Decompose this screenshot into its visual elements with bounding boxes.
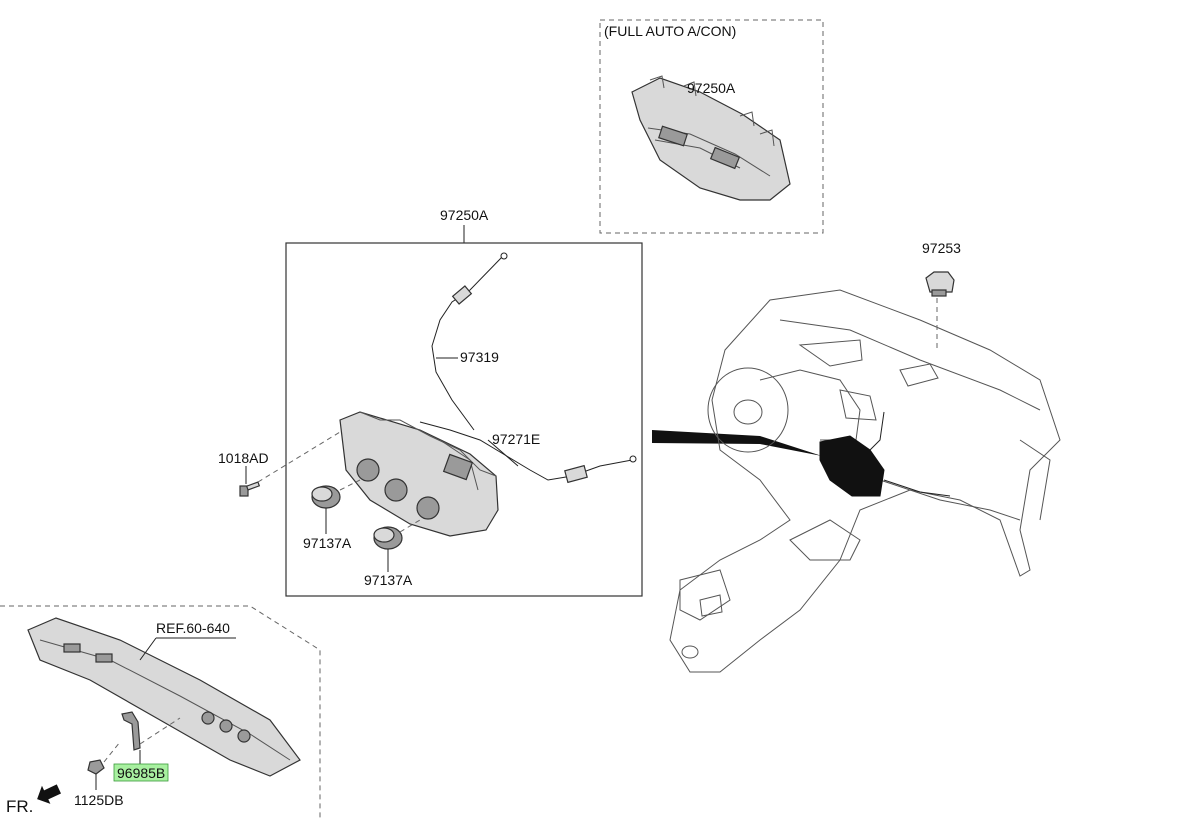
label-1125DB: 1125DB xyxy=(74,792,124,808)
knob-97137A-upper[interactable] xyxy=(311,479,361,534)
label-96985B[interactable]: 96985B xyxy=(117,765,165,781)
front-direction-indicator: FR. xyxy=(6,784,61,816)
bolt-1125DB[interactable] xyxy=(87,741,121,790)
location-pointer-arrow xyxy=(652,430,822,456)
crossmember-ref xyxy=(27,617,301,777)
front-label: FR. xyxy=(6,797,33,816)
dashboard-overview xyxy=(669,289,1061,673)
main-assembly-frame xyxy=(285,242,643,597)
sensor-97253[interactable] xyxy=(925,271,955,352)
cable-97271E[interactable] xyxy=(419,421,637,484)
highlight-96985B xyxy=(113,763,169,782)
label-97137A-upper: 97137A xyxy=(303,535,352,551)
label-97250A-main: 97250A xyxy=(440,207,489,223)
label-97137A-lower: 97137A xyxy=(364,572,413,588)
label-97271E: 97271E xyxy=(492,431,540,447)
cable-97319[interactable] xyxy=(431,252,508,431)
main-assembly: 97250A 97319 97271E xyxy=(218,207,643,597)
installed-control-module xyxy=(819,435,885,497)
full-auto-inset: (FULL AUTO A/CON) 97250A xyxy=(599,19,824,234)
label-ref-60-640: REF.60-640 xyxy=(156,620,230,636)
label-97250A-top: 97250A xyxy=(687,80,736,96)
reference-inset: REF.60-640 96985B 1125DB FR. xyxy=(0,605,321,820)
label-97319: 97319 xyxy=(460,349,499,365)
bolt-1018AD[interactable] xyxy=(239,431,341,497)
full-auto-label: (FULL AUTO A/CON) xyxy=(604,23,736,39)
heater-control-unit[interactable] xyxy=(339,411,499,537)
knob-97137A-lower[interactable] xyxy=(373,519,421,572)
reference-dashed-frame xyxy=(0,605,321,820)
label-1018AD: 1018AD xyxy=(218,450,269,466)
front-arrow-icon xyxy=(37,784,61,804)
full-auto-control-unit[interactable] xyxy=(631,75,791,201)
bracket-96985B[interactable] xyxy=(121,711,181,764)
full-auto-dashed-frame xyxy=(599,19,824,234)
label-97253: 97253 xyxy=(922,240,961,256)
